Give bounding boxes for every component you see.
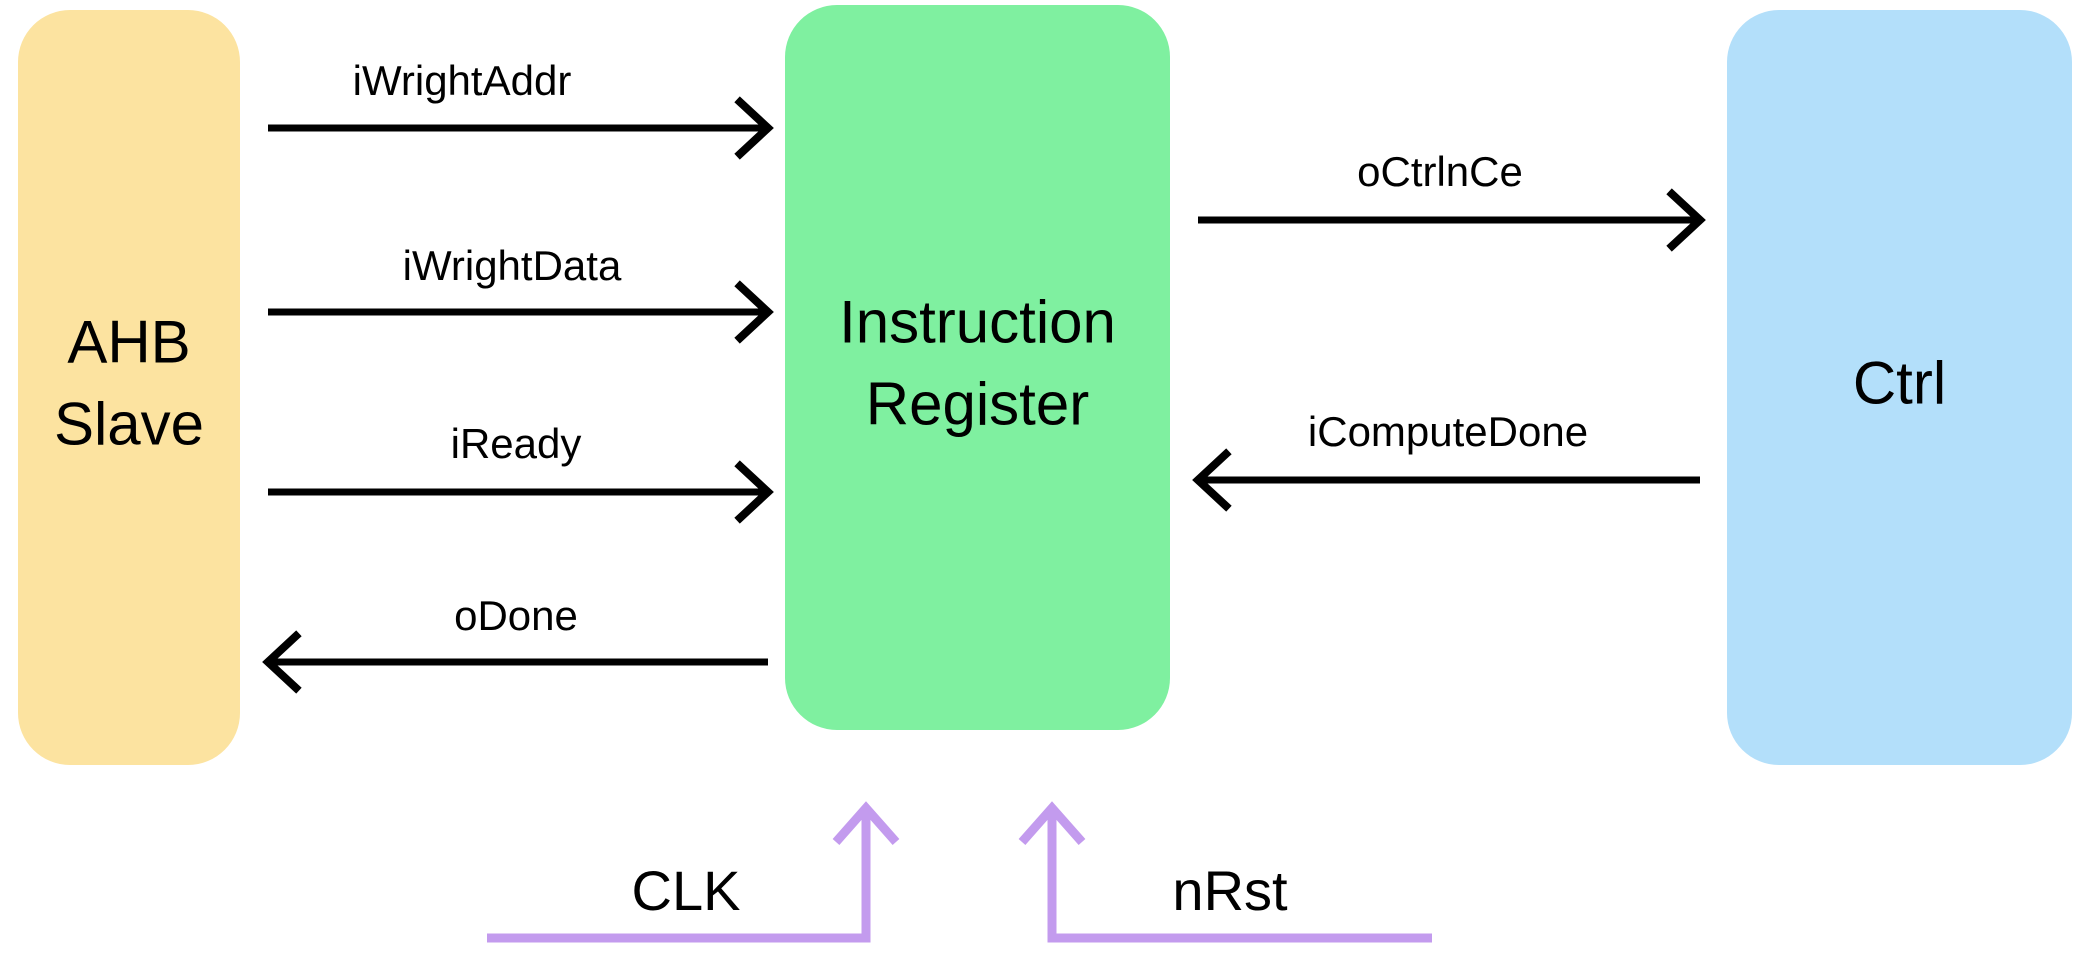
clock-path-nrst	[1047, 808, 1432, 943]
signal-label-icomputedone: iComputeDone	[1308, 408, 1588, 455]
signal-odone[interactable]: oDone	[262, 592, 768, 694]
instruction-register-shape	[785, 5, 1170, 730]
clock-label-nrst: nRst	[1172, 859, 1288, 922]
blocks-layer: AHB Slave Instruction Register Ctrl	[18, 5, 2072, 765]
signal-arrowhead-odone	[262, 630, 302, 694]
signal-arrowhead-iwrightaddr	[734, 96, 774, 160]
signal-arrowhead-iready	[734, 460, 774, 524]
ahb-slave-shape	[18, 10, 240, 765]
block-ahb-slave[interactable]: AHB Slave	[18, 10, 240, 765]
ctrl-label-line1: Ctrl	[1853, 349, 1946, 416]
signal-arrowhead-icomputedone	[1192, 448, 1232, 512]
clock-label-clk: CLK	[632, 859, 741, 922]
clock-signals-layer: CLK nRst	[487, 801, 1432, 943]
ctrl-shape	[1727, 10, 2072, 765]
signal-label-octrlnce: oCtrlnCe	[1357, 148, 1523, 195]
clock-signal-nrst[interactable]: nRst	[1018, 801, 1432, 943]
signal-arrowhead-octrlnce	[1666, 188, 1706, 252]
clock-signal-clk[interactable]: CLK	[487, 801, 900, 943]
signal-label-iwrightdata: iWrightData	[403, 242, 622, 289]
instruction-register-label-line2: Register	[866, 370, 1089, 437]
instruction-register-label-line1: Instruction	[839, 288, 1116, 355]
clock-path-clk	[487, 808, 871, 943]
block-instruction-register[interactable]: Instruction Register	[785, 5, 1170, 730]
signal-label-iwrightaddr: iWrightAddr	[353, 57, 572, 104]
signal-icomputedone[interactable]: iComputeDone	[1192, 408, 1700, 512]
signals-layer: iWrightAddr iWrightData iReady oDone oCtrlnC…	[262, 57, 1706, 694]
clock-arrowhead-clk	[832, 801, 900, 845]
ahb-slave-label-line1: AHB	[67, 308, 190, 375]
ahb-slave-label-line2: Slave	[54, 390, 204, 457]
signal-iready[interactable]: iReady	[268, 420, 774, 524]
signal-label-iready: iReady	[451, 420, 582, 467]
signal-octrlnce[interactable]: oCtrlnCe	[1198, 148, 1706, 252]
signal-iwrightaddr[interactable]: iWrightAddr	[268, 57, 774, 160]
clock-arrowhead-nrst	[1018, 801, 1086, 845]
block-ctrl[interactable]: Ctrl	[1727, 10, 2072, 765]
signal-arrowhead-iwrightdata	[734, 280, 774, 344]
signal-label-odone: oDone	[454, 592, 578, 639]
signal-iwrightdata[interactable]: iWrightData	[268, 242, 774, 344]
